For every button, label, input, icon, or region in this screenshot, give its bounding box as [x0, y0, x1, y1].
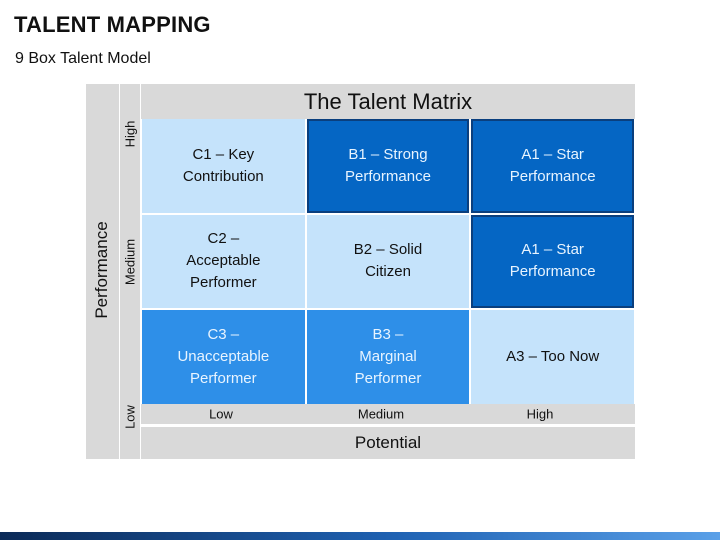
performance-axis-band — [86, 84, 119, 459]
matrix-cell-line: Performance — [509, 167, 596, 185]
matrix-cell-line: Marginal — [359, 348, 417, 366]
matrix-cell-line: B3 – — [372, 326, 404, 344]
matrix-cell-line: Performer — [189, 274, 257, 292]
performance-axis-label: Performance — [92, 221, 111, 319]
matrix-cell-line: Contribution — [182, 167, 264, 185]
potential-levels-band — [141, 404, 635, 424]
potential-level-high: High — [526, 406, 554, 422]
matrix-cell-line: Performer — [354, 370, 422, 388]
matrix-cell-line: C3 – — [207, 326, 240, 344]
matrix-cell: A3 – Too Now — [471, 310, 634, 404]
performance-level-low: Low — [122, 405, 138, 429]
performance-level-medium: Medium — [122, 238, 138, 286]
matrix-cell-line: B2 – Solid — [353, 241, 423, 259]
matrix-cell-line: A3 – Too Now — [506, 348, 600, 366]
matrix-cell-line: A1 – Star — [521, 241, 584, 259]
matrix-cell-line: Citizen — [365, 263, 411, 281]
matrix-cell-text: A3 – Too Now — [506, 346, 599, 368]
matrix-cell-line: Performer — [189, 370, 257, 388]
matrix-cell-line: B1 – Strong — [348, 145, 428, 163]
matrix-cell-line: C1 – Key — [192, 145, 255, 163]
matrix-cell-line: Acceptable — [186, 252, 261, 270]
performance-level-high: High — [122, 120, 138, 148]
matrix-title: The Talent Matrix — [141, 84, 635, 119]
matrix-cell-line: A1 – Star — [521, 145, 584, 163]
matrix-cell-line: C2 – — [207, 230, 240, 248]
potential-level-low: Low — [209, 406, 233, 422]
potential-axis-label: Potential — [141, 427, 635, 459]
matrix-cell-line: Performance — [509, 263, 596, 281]
potential-level-medium: Medium — [357, 406, 405, 422]
matrix-cell-line: Unacceptable — [177, 348, 270, 366]
footer-accent-bar — [0, 532, 720, 540]
page-title: TALENT MAPPING — [14, 12, 211, 37]
performance-levels-band — [120, 84, 140, 459]
matrix-cell-line: Performance — [345, 167, 431, 185]
page-subtitle: 9 Box Talent Model — [15, 50, 151, 67]
